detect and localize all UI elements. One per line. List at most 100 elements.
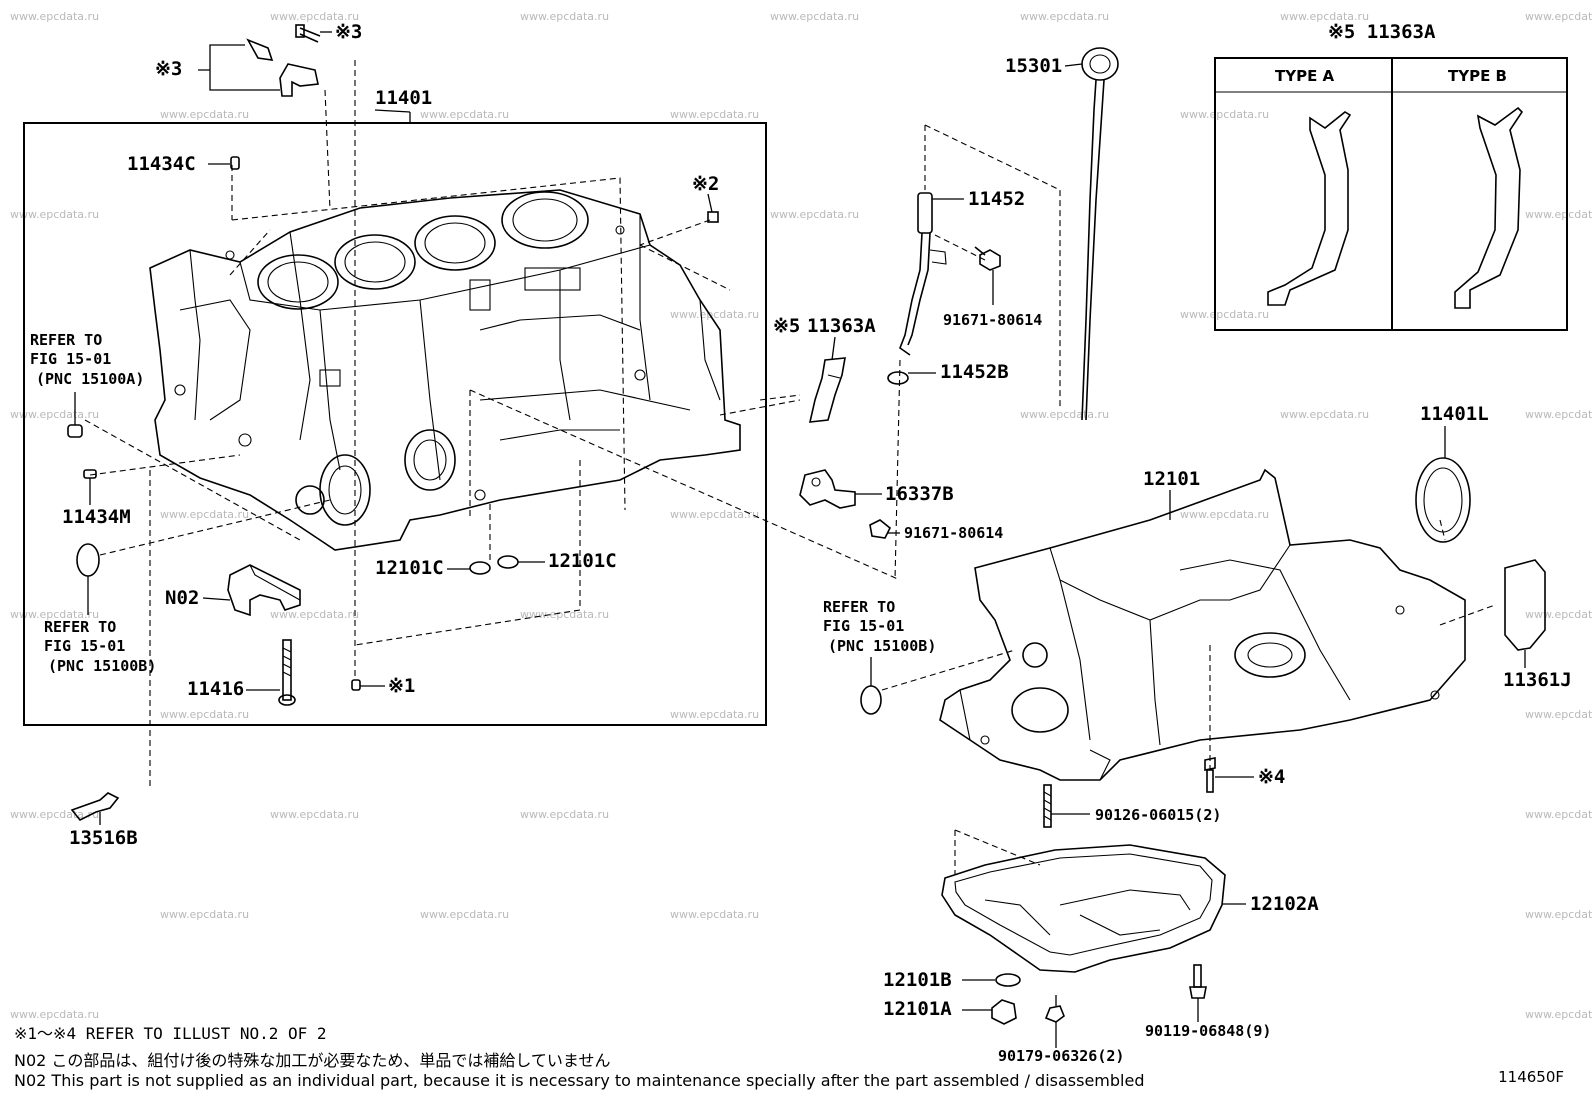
plug-mark3-top bbox=[295, 24, 321, 43]
inset-11363A: ※5 11363A TYPE A TYPE B bbox=[1214, 21, 1568, 331]
dash-oring-right bbox=[881, 649, 1016, 691]
bracket-16337B bbox=[799, 469, 856, 509]
svg-text:www.epcdata.ru: www.epcdata.ru bbox=[10, 608, 99, 621]
footnote-refer: ※1～※4 REFER TO ILLUST NO.2 OF 2 bbox=[14, 1024, 327, 1043]
label-90179-06326: 90179-06326(2) bbox=[998, 1047, 1124, 1065]
label-90119-06848: 90119-06848(9) bbox=[1145, 1022, 1271, 1040]
bolt-90119-06848 bbox=[1189, 964, 1207, 999]
stud-90126-06015 bbox=[1043, 784, 1052, 828]
bolt-11416 bbox=[278, 639, 296, 706]
label-11361J: 11361J bbox=[1503, 669, 1572, 691]
label-11452B: 11452B bbox=[940, 361, 1009, 383]
svg-text:www.epcdata.ru: www.epcdata.ru bbox=[270, 608, 359, 621]
gasket-12101B bbox=[995, 973, 1021, 987]
svg-text:FIG 15-01: FIG 15-01 bbox=[30, 350, 111, 368]
o-ring-15100B-right bbox=[860, 685, 882, 715]
dash-baffle bbox=[759, 394, 801, 401]
svg-text:www.epcdata.ru: www.epcdata.ru bbox=[670, 508, 759, 521]
label-12102A: 12102A bbox=[1250, 893, 1319, 915]
refer-block-c: REFER TO FIG 15-01 (PNC 15100B) bbox=[823, 598, 936, 655]
label-12101: 12101 bbox=[1143, 468, 1200, 490]
svg-text:(PNC 15100A): (PNC 15100A) bbox=[36, 370, 144, 388]
label-15301: 15301 bbox=[1005, 55, 1062, 77]
inset-type-a: TYPE A bbox=[1275, 67, 1335, 85]
dash-seal bbox=[1439, 519, 1446, 541]
svg-text:REFER TO: REFER TO bbox=[44, 618, 116, 636]
o-ring-12101C-b bbox=[497, 555, 519, 569]
svg-text:www.epcdata.ru: www.epcdata.ru bbox=[1525, 208, 1592, 221]
svg-text:www.epcdata.ru: www.epcdata.ru bbox=[10, 408, 99, 421]
label-11401: 11401 bbox=[375, 87, 432, 109]
svg-text:www.epcdata.ru: www.epcdata.ru bbox=[670, 908, 759, 921]
label-11434C: 11434C bbox=[127, 153, 196, 175]
svg-text:www.epcdata.ru: www.epcdata.ru bbox=[160, 708, 249, 721]
svg-text:www.epcdata.ru: www.epcdata.ru bbox=[10, 1008, 99, 1021]
svg-text:www.epcdata.ru: www.epcdata.ru bbox=[10, 10, 99, 23]
cylinder-block-drawing bbox=[149, 189, 741, 551]
o-ring-12101C-a bbox=[469, 561, 491, 575]
label-N02: N02 bbox=[165, 587, 199, 609]
svg-text:www.epcdata.ru: www.epcdata.ru bbox=[270, 808, 359, 821]
svg-text:(PNC 15100B): (PNC 15100B) bbox=[48, 657, 156, 675]
svg-text:FIG 15-01: FIG 15-01 bbox=[44, 637, 125, 655]
svg-text:www.epcdata.ru: www.epcdata.ru bbox=[160, 908, 249, 921]
leader-11363A bbox=[831, 336, 836, 361]
svg-text:www.epcdata.ru: www.epcdata.ru bbox=[1180, 308, 1269, 321]
cylinder-block-group-frame bbox=[23, 122, 767, 726]
figure-code: 114650F bbox=[1498, 1068, 1564, 1086]
baffle-plate-11363A bbox=[808, 357, 846, 423]
plug-11434C bbox=[230, 156, 240, 170]
svg-text:www.epcdata.ru: www.epcdata.ru bbox=[1020, 408, 1109, 421]
svg-text:www.epcdata.ru: www.epcdata.ru bbox=[1525, 808, 1592, 821]
svg-text:www.epcdata.ru: www.epcdata.ru bbox=[1525, 708, 1592, 721]
svg-text:REFER TO: REFER TO bbox=[30, 331, 102, 349]
svg-text:www.epcdata.ru: www.epcdata.ru bbox=[1180, 108, 1269, 121]
nozzle-13516B bbox=[70, 792, 120, 822]
label-11434M: 11434M bbox=[62, 506, 131, 528]
svg-text:www.epcdata.ru: www.epcdata.ru bbox=[160, 108, 249, 121]
svg-text:www.epcdata.ru: www.epcdata.ru bbox=[420, 908, 509, 921]
pin-mark2 bbox=[707, 211, 719, 223]
cover-11361J bbox=[1504, 559, 1546, 651]
label-mark3-a: ※3 bbox=[335, 21, 362, 43]
svg-text:www.epcdata.ru: www.epcdata.ru bbox=[1180, 508, 1269, 521]
label-mark5: ※5 bbox=[773, 315, 800, 337]
svg-text:www.epcdata.ru: www.epcdata.ru bbox=[520, 608, 609, 621]
oil-gauge-guide-11452 bbox=[899, 192, 947, 356]
leader-11401-b bbox=[374, 109, 411, 113]
bearing-cap-n02 bbox=[227, 564, 301, 617]
dashed-assembly-lines-block bbox=[84, 60, 901, 790]
dash-bolt-a bbox=[934, 234, 986, 261]
leader-15301 bbox=[1064, 63, 1083, 67]
svg-text:www.epcdata.ru: www.epcdata.ru bbox=[670, 108, 759, 121]
ring-pin bbox=[67, 424, 83, 438]
label-11452: 11452 bbox=[968, 188, 1025, 210]
label-90126-06015: 90126-06015(2) bbox=[1095, 806, 1221, 824]
bolt-mark4 bbox=[1204, 757, 1216, 793]
svg-text:www.epcdata.ru: www.epcdata.ru bbox=[520, 10, 609, 23]
label-13516B: 13516B bbox=[69, 827, 138, 849]
label-12101C-a: 12101C bbox=[375, 557, 444, 579]
leader-mark3-b bbox=[198, 44, 280, 91]
drain-plug-12101A bbox=[991, 999, 1017, 1025]
label-12101A: 12101A bbox=[883, 998, 952, 1020]
refer-block-b: REFER TO FIG 15-01 (PNC 15100B) bbox=[44, 618, 156, 675]
svg-text:www.epcdata.ru: www.epcdata.ru bbox=[670, 308, 759, 321]
label-mark2: ※2 bbox=[692, 173, 719, 195]
svg-text:www.epcdata.ru: www.epcdata.ru bbox=[160, 508, 249, 521]
svg-text:www.epcdata.ru: www.epcdata.ru bbox=[770, 208, 859, 221]
footnote-en: N02 This part is not supplied as an indi… bbox=[14, 1071, 1145, 1090]
dowel-pin-mark1 bbox=[351, 679, 361, 691]
dash-pan-lower-b bbox=[954, 829, 1041, 866]
union-mark3 bbox=[246, 38, 319, 97]
svg-text:www.epcdata.ru: www.epcdata.ru bbox=[1020, 10, 1109, 23]
svg-text:REFER TO: REFER TO bbox=[823, 598, 895, 616]
svg-text:(PNC 15100B): (PNC 15100B) bbox=[828, 637, 936, 655]
dash-guide-b bbox=[894, 359, 901, 581]
svg-text:www.epcdata.ru: www.epcdata.ru bbox=[10, 808, 99, 821]
oil-pan-lower-12102A bbox=[941, 844, 1226, 973]
dipstick-15301 bbox=[1081, 47, 1119, 421]
leader-mark2 bbox=[707, 193, 713, 213]
label-mark4: ※4 bbox=[1258, 766, 1285, 788]
svg-text:www.epcdata.ru: www.epcdata.ru bbox=[1280, 10, 1369, 23]
